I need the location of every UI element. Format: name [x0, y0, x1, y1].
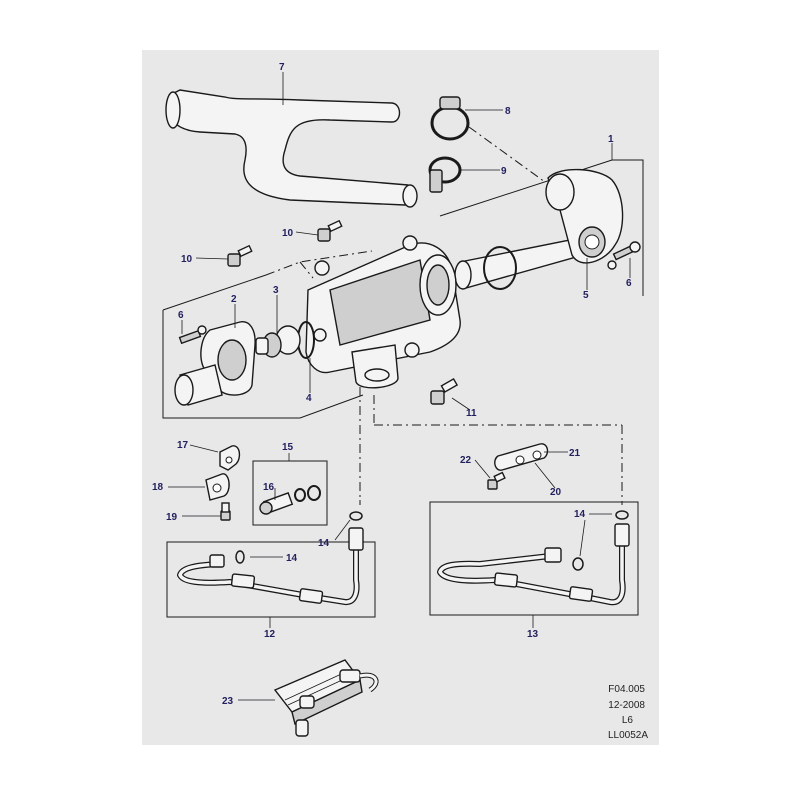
callout-10-upper: 10 [282, 228, 294, 239]
clip-18-part [205, 473, 230, 501]
bolt-11-part [430, 377, 459, 405]
callout-13: 13 [527, 629, 539, 640]
bolt-22-part [487, 471, 506, 490]
assembly-frame-13 [429, 501, 639, 616]
callout-14-left: 14 [318, 538, 330, 549]
clip-21-part [494, 443, 549, 471]
callout-2: 2 [231, 294, 237, 305]
callout-8: 8 [505, 106, 511, 117]
callout-18: 18 [152, 482, 164, 493]
figure-date: 12-2008 [608, 700, 645, 711]
callout-4: 4 [306, 393, 312, 404]
hose-clip-8-part [430, 96, 470, 141]
bracket-17-part [219, 445, 241, 471]
diagram-info-block: F04.005 12-2008 L6 LL0052A [608, 684, 648, 741]
callout-17: 17 [177, 440, 189, 451]
bleed-screw-16-part [259, 485, 321, 515]
pipe-assembly-13-part [437, 510, 630, 606]
hose-clip-9-part [428, 156, 462, 193]
callout-9: 9 [501, 166, 507, 177]
bolt-10-upper-part [317, 219, 343, 242]
assembly-frame-15 [252, 460, 328, 526]
callout-14-right: 14 [574, 509, 586, 520]
dashed-leaders [299, 126, 623, 505]
callout-21: 21 [569, 448, 581, 459]
coolant-hose-part [165, 89, 418, 208]
callout-19: 19 [166, 512, 178, 523]
outlet-pipe-part [454, 168, 624, 290]
bolt-19-part [220, 502, 231, 521]
callout-23: 23 [222, 696, 234, 707]
assembly-frame-12 [166, 541, 376, 618]
callout-16: 16 [263, 482, 275, 493]
callout-1: 1 [608, 134, 614, 145]
callout-6-right: 6 [626, 278, 632, 289]
bolt-6-right-part [607, 241, 641, 270]
reference-code: LL0052A [608, 730, 648, 741]
bolt-10-left-part [227, 244, 253, 267]
callout-12: 12 [264, 629, 276, 640]
leader-lines [168, 72, 631, 701]
engine-code: L6 [622, 715, 634, 726]
pipe-assembly-12-part [177, 511, 364, 605]
callout-14-mid: 14 [286, 553, 298, 564]
figure-code: F04.005 [608, 684, 645, 695]
thermostat-housing-part [305, 235, 461, 389]
callout-15: 15 [282, 442, 294, 453]
callout-10-left: 10 [181, 254, 193, 265]
diagram-background [142, 50, 659, 745]
callout-7: 7 [279, 62, 285, 73]
assembly-frame-main [162, 159, 644, 419]
callout-20: 20 [550, 487, 562, 498]
callout-22: 22 [460, 455, 472, 466]
callout-11: 11 [466, 408, 477, 419]
bolt-6-left-part [178, 325, 207, 345]
housing-cover-part [174, 321, 256, 406]
callout-6-left: 6 [178, 310, 184, 321]
callout-3: 3 [273, 285, 279, 296]
thermostat-part [255, 325, 301, 358]
callout-labels: 7 8 9 1 10 10 3 2 5 6 6 4 11 15 17 18 19… [152, 62, 632, 707]
callout-5: 5 [583, 290, 589, 301]
oil-cooler-23-part [273, 659, 379, 737]
